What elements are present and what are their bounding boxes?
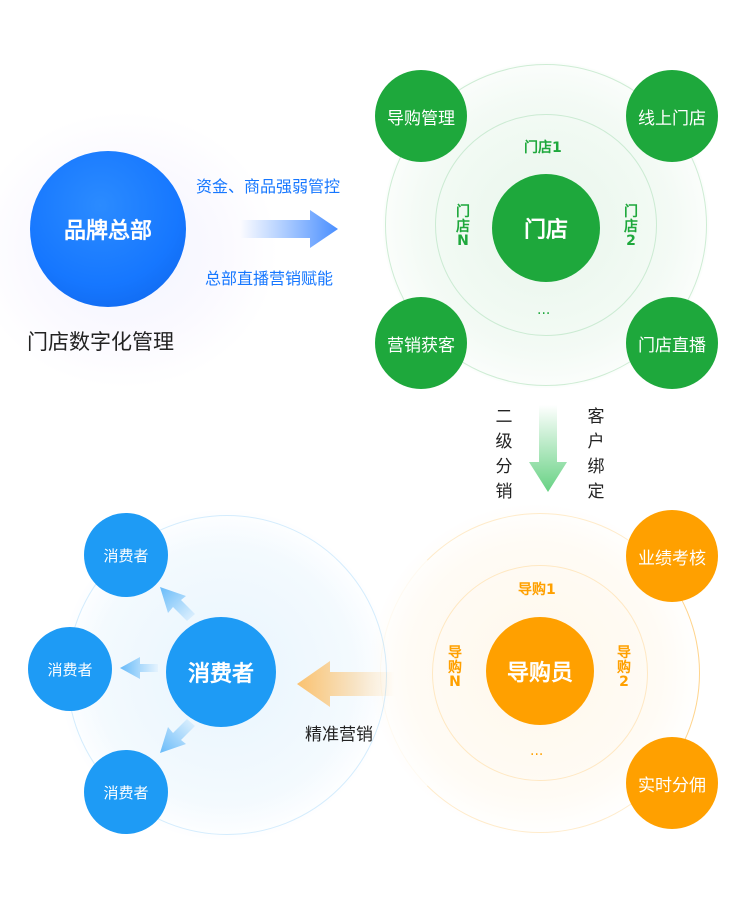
- guide-center-circle: 导购员: [486, 617, 594, 725]
- store-to-guide-arrow: [529, 405, 567, 492]
- guide-inner-bottom: ...: [530, 743, 544, 759]
- consumer-arrow-middle: [120, 657, 158, 679]
- store-inner-left: 门店 N: [456, 204, 470, 250]
- arrow-top-label: 资金、商品强弱管控: [196, 177, 341, 196]
- store-inner-right: 门店 2: [624, 204, 638, 250]
- consumer-center-circle: 消费者: [166, 617, 276, 727]
- hq-circle: 品牌总部: [30, 151, 186, 307]
- guide-inner-right: 导 购 2: [617, 645, 631, 691]
- store-satellite-marketing: 营销获客: [375, 297, 467, 389]
- guide-inner-left: 导 购 N: [448, 645, 462, 691]
- secondary-distribution-label: 二 级 分 销: [495, 407, 513, 502]
- consumer-satellite-bottom: 消费者: [84, 750, 168, 834]
- hq-title: 品牌总部: [63, 219, 152, 244]
- guide-to-consumer-arrow: [297, 661, 395, 707]
- guide-satellite-commission: 实时分佣: [626, 737, 718, 829]
- hq-caption: 门店数字化管理: [27, 330, 174, 354]
- guide-satellite-performance: 业绩考核: [626, 510, 718, 602]
- store-satellite-online-store: 线上门店: [626, 70, 718, 162]
- store-inner-ring: [435, 114, 657, 336]
- consumer-satellite-top: 消费者: [84, 513, 168, 597]
- guide-center-label: 导购员: [506, 661, 573, 686]
- customer-binding-label: 客 户 绑 定: [587, 407, 605, 502]
- consumer-center-label: 消费者: [187, 662, 254, 687]
- precision-marketing-label: 精准营销: [305, 725, 373, 745]
- store-outer-ring: [385, 64, 707, 386]
- arrow-bottom-label: 总部直播营销赋能: [205, 269, 334, 288]
- guide-inner-top: 导购1: [518, 582, 556, 598]
- store-center-circle: 门店: [492, 174, 600, 282]
- store-inner-bottom: ...: [537, 302, 551, 318]
- store-inner-top: 门店1: [524, 140, 562, 156]
- consumer-satellite-middle: 消费者: [28, 627, 112, 711]
- store-satellite-live-stream: 门店直播: [626, 297, 718, 389]
- consumer-arrow-top: [160, 587, 195, 621]
- guide-inner-ring: [432, 565, 648, 781]
- hq-to-store-arrow: [240, 210, 338, 248]
- store-satellite-guide-management: 导购管理: [375, 70, 467, 162]
- consumer-arrow-bottom: [160, 719, 195, 753]
- store-center-label: 门店: [523, 218, 568, 243]
